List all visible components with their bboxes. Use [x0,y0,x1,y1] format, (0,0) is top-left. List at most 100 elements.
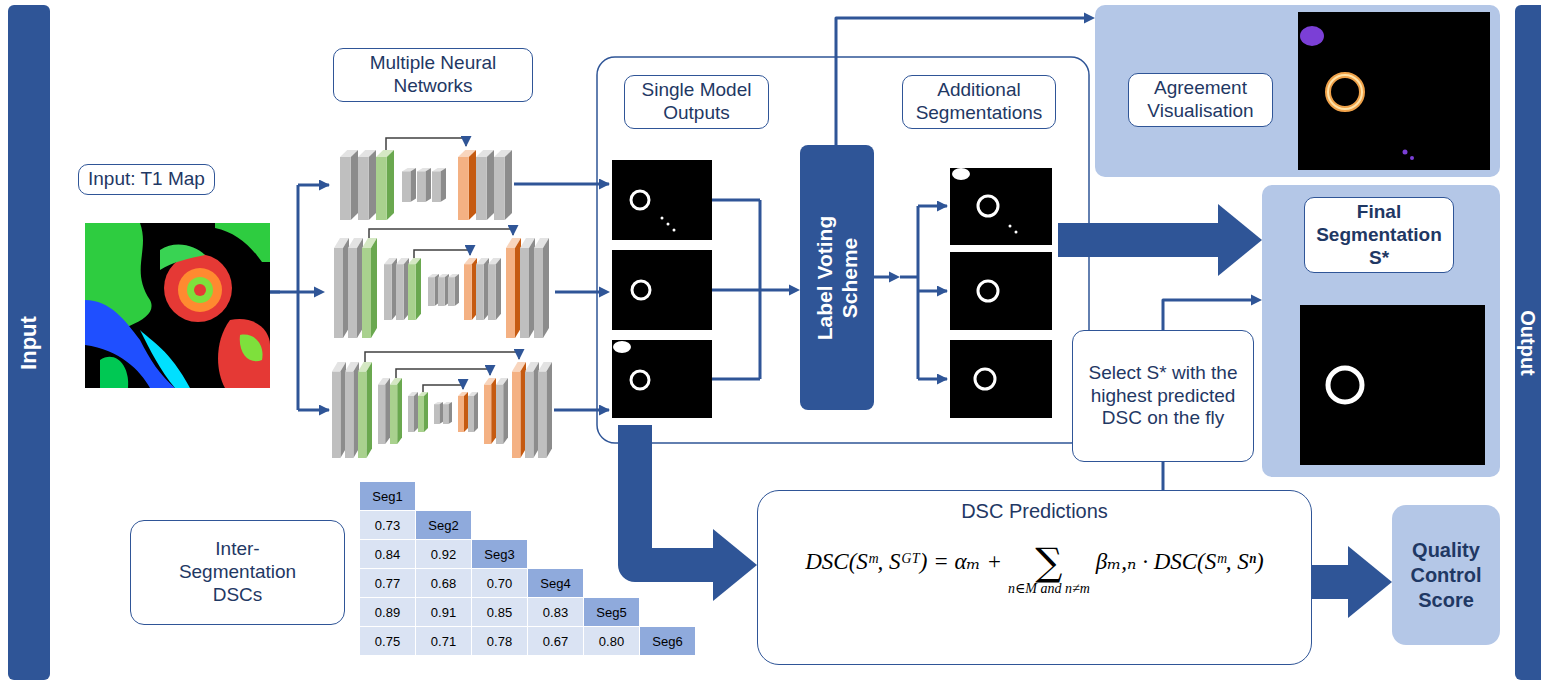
unet-illustration [506,238,521,338]
table-cell: 0.84 [360,540,415,568]
band-label: Input [18,316,40,370]
connector-arrow [874,272,900,283]
unet-illustration [386,138,466,150]
block-arrow [1058,204,1262,276]
unet-illustration [396,258,409,320]
unet-illustration [396,369,490,378]
unet-illustration [538,362,552,458]
table-header-cell: Seg6 [640,627,695,655]
unet-illustration [488,258,501,320]
table-header-cell: Seg2 [416,511,471,539]
agreement-panel: Agreement Visualisation [1095,5,1500,177]
processing-region [597,57,1089,443]
arrow-head [1084,13,1095,24]
sum-subscript: n∈M and n≠m [1008,581,1090,598]
agreement-image [1300,26,1324,46]
input-group: Input: T1 Map [70,160,270,392]
segmentation-images [631,371,649,389]
t1-map-image [85,223,270,388]
box-label: Inter-Segmentation DSCs [130,520,345,625]
connector-arrow [1163,295,1262,331]
table-cell: 0.83 [528,598,583,626]
select-box: Select S* with the highest predicted DSC… [1072,330,1254,462]
table-header-cell: Seg4 [528,569,583,597]
segmentation-images [950,252,1052,330]
unet-illustration [484,378,496,444]
segmentation-images [1009,225,1012,228]
unet-illustration [438,274,449,306]
segmentation-images [612,340,712,418]
table-cell: 0.67 [528,627,583,655]
segmentation-images [673,229,676,232]
unet-illustration [345,362,359,458]
segmentation-images [612,250,712,330]
arrow-head [314,287,325,298]
t1-map-image [187,277,213,303]
unet-illustration [496,378,508,444]
prediction-box: DSC PredictionsDSC(Sᵐ, Sᴳᵀ) = αₘ +∑n∈M a… [757,490,1312,665]
unet-illustration [428,274,439,306]
block-arrow [1312,546,1392,618]
vertical-label: Label Voting Scheme [812,203,862,353]
segmentation-images [975,369,995,389]
box-label: Select S* with the highest predicted DSC… [1072,330,1254,462]
segmentation-images [1015,231,1018,234]
unet-illustration [525,362,539,458]
t1-map-image [164,254,232,322]
unet-illustration [443,402,452,424]
network-group: Multiple Neural Networks [325,48,555,462]
connector-line [836,18,1086,145]
branch-arrows [297,185,300,410]
t1-map-image [140,330,190,388]
arrow-head [1218,204,1262,276]
unet-illustration [332,362,346,458]
unet-illustration [418,392,428,432]
unet-illustration [358,362,372,458]
branch-arrows [918,205,947,208]
branch-arrows [554,409,609,412]
block-arrow [635,425,757,601]
unet-illustration [512,362,526,458]
segmentation-images [978,196,998,216]
t1-map-image [160,245,205,270]
arrow-head [713,529,757,601]
final-segmentation-image [1300,305,1485,465]
box-label: Additional Segmentations [902,75,1056,129]
unet-illustration [376,150,394,220]
unet-illustration [384,258,397,320]
box-label: Agreement Visualisation [1128,73,1273,127]
agreement-image [1328,75,1362,109]
agreement-image [1298,12,1490,170]
arrow-head [1348,546,1392,618]
input-band: Input [8,5,50,680]
unet-illustration [520,238,535,338]
t1-map-image [100,357,128,388]
table-cell: 0.92 [416,540,471,568]
sum-column: ∑n∈M and n≠m [1008,543,1090,598]
agreement-image [1403,150,1408,155]
table-cell: 0.78 [472,627,527,655]
unet-illustration [408,258,421,320]
block-arrow-body [1312,565,1350,599]
table-header-cell: Seg3 [472,540,527,568]
t1-map-image [85,223,270,388]
arrow-head [1251,295,1262,306]
branch-arrows [514,183,609,186]
segmentation-images [952,168,970,180]
inter-dsc-box: Inter-Segmentation DSCs [130,520,345,625]
table-cell: 0.91 [416,598,471,626]
unet-illustration [390,378,402,444]
output-band: Output [1515,5,1541,680]
block-arrow-body [635,425,715,565]
segmentation-images [978,281,998,301]
unet-illustration [458,392,468,432]
box-label: Single Model Outputs [624,75,769,129]
unet-illustration [334,238,349,338]
branch-arrows [918,378,947,381]
arrow-head [789,285,800,296]
branch-arrows [298,409,329,412]
unet-illustration [369,229,513,238]
table-header-cell: Seg5 [584,598,639,626]
connector-line [874,276,891,279]
unet-illustration [362,238,377,338]
